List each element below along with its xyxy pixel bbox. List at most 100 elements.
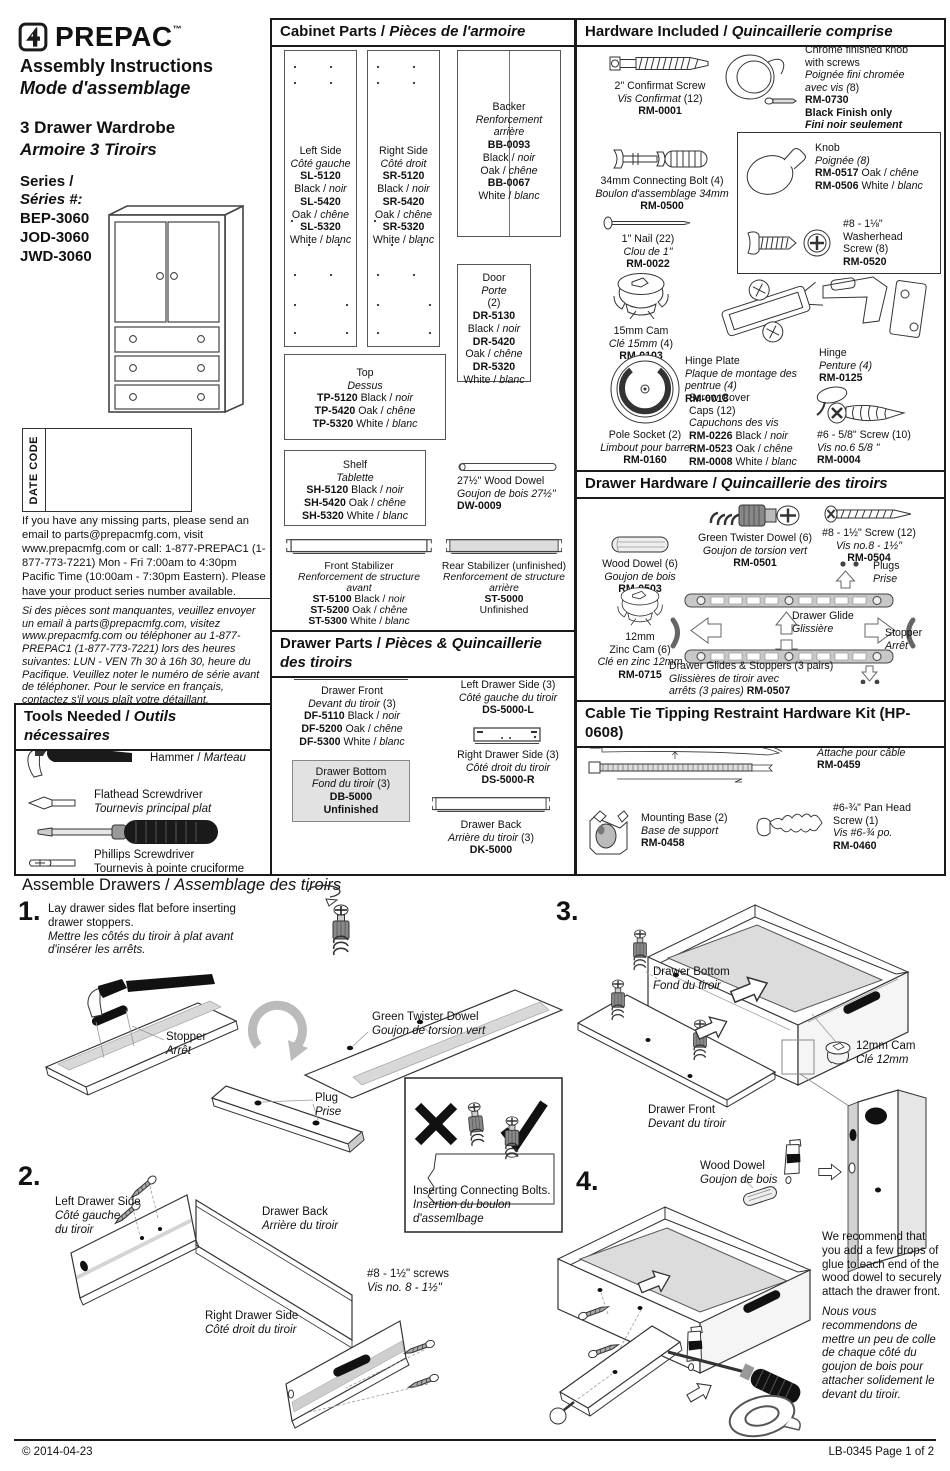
label-line: 34mm Connecting Bolt (4) [583, 175, 741, 188]
label-line: Rear Stabilizer (unfinished) [430, 561, 578, 572]
assembly-diagrams [44, 884, 927, 1438]
label-line: Renforcement de structure [430, 572, 578, 583]
label-line: TP-5120 Black / noir [285, 392, 445, 405]
text-seg: (3) [379, 697, 396, 710]
label-line: RM-0506 White / blanc [815, 180, 935, 193]
label-line: Pole Socket (2) [583, 429, 707, 442]
text-seg: Poignée (8) [815, 154, 870, 167]
text-seg: 12mm [625, 631, 655, 643]
text-seg: Oak / [858, 167, 890, 180]
text-seg: Oak / [465, 348, 494, 361]
text-seg: chêne [508, 164, 538, 177]
label-line: SH-5420 Oak / chêne [285, 497, 425, 510]
label-line: Backer [458, 101, 560, 114]
text-seg: Shelf [342, 459, 368, 471]
label-line: Black Finish only [805, 107, 939, 120]
label-line: RM-0160 [583, 454, 707, 467]
part-label: #6 - 5/8" Screw (10)Vis no.6 5/8 "RM-000… [817, 429, 943, 467]
text-seg: #8 - 1⅛" [843, 218, 883, 230]
text-seg: SL-5320 [300, 221, 341, 234]
cam-icon [617, 586, 663, 628]
section-drawer-hardware: Drawer Hardware / Quincaillerie des tiro… [575, 470, 946, 704]
brand-logo: PREPAC™ [18, 22, 182, 52]
text-seg: 27½" Wood Dowel [457, 475, 545, 487]
label-line: Vis no.6 5/8 " [817, 442, 943, 455]
screw-washerhead-icon [743, 226, 837, 260]
product-name-fr: Armoire 3 Tiroirs [20, 140, 157, 159]
label-line: Drawer Front [284, 685, 420, 698]
text-seg: RM-0730 [805, 94, 849, 106]
text-seg: RM-0022 [626, 258, 670, 271]
label-line: Vis Confirmat (12) [585, 93, 735, 106]
label-line: RM-0730 [805, 94, 939, 107]
label-line: Caps (12) [689, 405, 851, 418]
label-line: Black / noir [368, 183, 439, 196]
text-seg: RM-0458 [641, 837, 685, 850]
text-seg: blanc [382, 509, 408, 522]
text-seg: White / [340, 735, 380, 748]
text-seg: SR-5320 [382, 221, 425, 234]
label-line: arrière [430, 583, 578, 594]
dowel-short-icon [610, 534, 670, 555]
text-seg: Côté gauche [290, 157, 351, 170]
text-seg: RM-0160 [623, 454, 667, 467]
text-seg: White / [372, 233, 409, 246]
label-line: avant [284, 583, 434, 594]
text-seg: ST-5100 [312, 594, 352, 606]
text-seg: Oak / [374, 208, 404, 221]
text-seg: SL-5420 [300, 195, 341, 208]
hardware-title-fr: Quincaillerie comprise [731, 23, 893, 40]
label-line: Green Twister Dowel (6) [669, 532, 841, 545]
mount-base-icon [587, 806, 631, 856]
label-line: Screw (1) [833, 815, 943, 828]
text-seg: Clé en zinc 12mm [597, 656, 683, 669]
text-seg: RM-0004 [817, 454, 861, 467]
text-seg: RM-0504 [847, 552, 891, 565]
label-line: Drawer Glide [792, 610, 887, 623]
label-line: with screws [805, 57, 939, 70]
text-seg: Left Drawer Side (3) [460, 679, 556, 691]
text-seg: avec vis ( [805, 81, 850, 94]
label-line: ST-5200 Oak / chêne [284, 605, 434, 616]
text-seg: 34mm Connecting Bolt (4) [600, 175, 724, 187]
text-seg: Drawer Bottom [315, 765, 387, 778]
tip-flat-icon [26, 794, 78, 812]
text-seg: RM-0125 [819, 372, 863, 385]
label-line: Drawer Glides & Stoppers (3 pairs) [669, 660, 919, 673]
label-line: Devant du tiroir (3) [284, 698, 420, 711]
label-line: Limbout pour barre [583, 442, 707, 455]
text-seg: Right Side [379, 145, 428, 157]
section-drawer-parts: Drawer Parts / Pièces & Quincaillerie de… [270, 630, 576, 876]
text-seg: Renforcement [475, 113, 543, 126]
text-seg: BB-0067 [487, 177, 531, 190]
part-label: Drawer Glides & Stoppers (3 pairs)Glissi… [669, 660, 919, 698]
text-seg: Drawer Front [321, 685, 383, 697]
label-line: SH-5120 Black / noir [285, 484, 425, 497]
text-seg: Renforcement de structure [298, 572, 420, 584]
label-line: White / blanc [285, 234, 356, 247]
hardware-title-en: Hardware Included [585, 23, 720, 40]
label-line: RM-0125 [819, 372, 941, 385]
text-seg: Goujon de torsion vert [702, 544, 808, 557]
text-seg: (2) [487, 297, 501, 310]
tools-title: Tools Needed / Outils nécessaires [16, 705, 270, 751]
separator: / [376, 23, 390, 40]
text-seg: DF-5110 [304, 710, 345, 723]
part-label: Left Drawer Side (3)Côté gauche du tiroi… [440, 679, 576, 717]
label-line: Phillips Screwdriver [94, 849, 264, 863]
text-seg: blanc [385, 616, 410, 628]
text-seg: Goujon de bois [604, 570, 676, 583]
text-seg: Black / [377, 183, 413, 196]
text-seg: Screw Cover [689, 392, 750, 404]
